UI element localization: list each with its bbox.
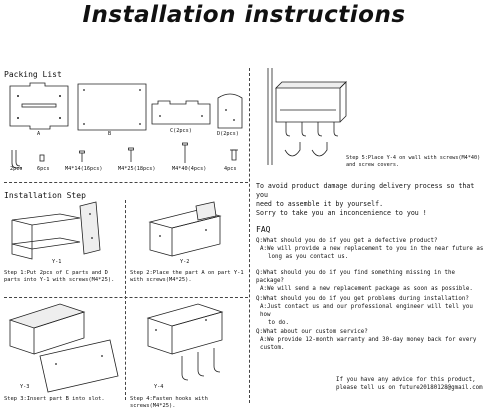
divider-packing [4,182,248,183]
step1-caption: Step 1:Put 2pcs of C parts and D parts i… [4,270,115,283]
part-a-drawing [9,82,69,130]
divider-main-vertical [249,68,250,403]
step4-caption: Step 4:Fasten hooks with screws(M4*25). [130,396,208,409]
part-c-drawing [151,100,211,125]
hardware-label-m4-14: M4*14(16pcs) [65,166,103,172]
footer-line: If you have any advice for this product, [336,377,476,383]
faq-question: Q:What should you do if you get a defect… [256,238,438,244]
step2-tag: Y-2 [180,259,190,265]
faq-answer: A:We will send a new replacement package… [260,286,473,292]
step1-drawing [11,201,101,260]
part-c-label: C(2pcs) [170,128,192,134]
faq-question: Q:What should you do if you find somethi… [256,270,455,284]
hardware-drawings [11,142,238,169]
part-d-label: D(2pcs) [217,131,239,137]
faq-item: Q:What should you do if you find somethi… [256,269,486,293]
notice-line: need to assemble it by yourself. [256,200,384,208]
step2-caption: Step 2:Place the part A on part Y-1 with… [130,270,244,283]
step3-drawing [8,303,119,393]
hardware-label-hooks: 2pcs [10,166,23,172]
step5-drawing [267,68,347,165]
faq-question: Q:What should you do if you get problems… [256,296,469,302]
step3-tag: Y-3 [20,384,30,390]
divider-steps-horizontal [4,297,248,298]
faq-item: Q:What about our custom service? A:We pr… [256,328,486,352]
footer-line: please tell us on future20180128@gmail.c… [336,385,483,391]
hardware-label-covers: 4pcs [224,166,237,172]
delivery-notice: To avoid product damage during delivery … [256,182,486,218]
notice-line: Sorry to take you an inconcenience to yo… [256,209,427,217]
hardware-label-m4-25: M4*25(18pcs) [118,166,156,172]
page-title: Installation instructions [82,2,406,28]
faq-answer: A:We provide 12-month warranty and 30-da… [260,337,477,351]
faq-answer: to do. [268,320,289,326]
step2-drawing [148,201,222,257]
part-d-drawing [217,93,243,129]
step5-caption: Step 5:Place Y-4 on wall with screws(M4*… [346,155,481,168]
faq-heading: FAQ [256,225,271,234]
faq-answer: long as you contact us. [268,254,349,260]
contact-footer: If you have any advice for this product,… [336,376,486,392]
step4-tag: Y-4 [154,384,164,390]
faq-question: Q:What about our custom service? [256,329,368,335]
step4-drawing [146,303,224,381]
hardware-label-m4-40: M4*40(4pcs) [172,166,207,172]
faq-item: Q:What should you do if you get a defect… [256,237,486,261]
step3-caption: Step 3:Insert part B into slot. [4,396,105,402]
step1-tag: Y-1 [52,259,62,265]
faq-answer: A:We will provide a new replacement to y… [260,246,484,252]
divider-steps-vertical [125,200,126,400]
notice-line: To avoid product damage during delivery … [256,182,475,199]
installation-step-heading: Installation Step [4,191,86,200]
faq-item: Q:What should you do if you get problems… [256,295,486,327]
part-a-label: A [37,131,41,137]
faq-answer: A:Just contact us and our professional e… [260,304,473,318]
hardware-label-anchors: 6pcs [37,166,50,172]
part-b-drawing [77,83,147,131]
part-b-label: B [108,131,112,137]
packing-list-heading: Packing List [4,70,62,79]
